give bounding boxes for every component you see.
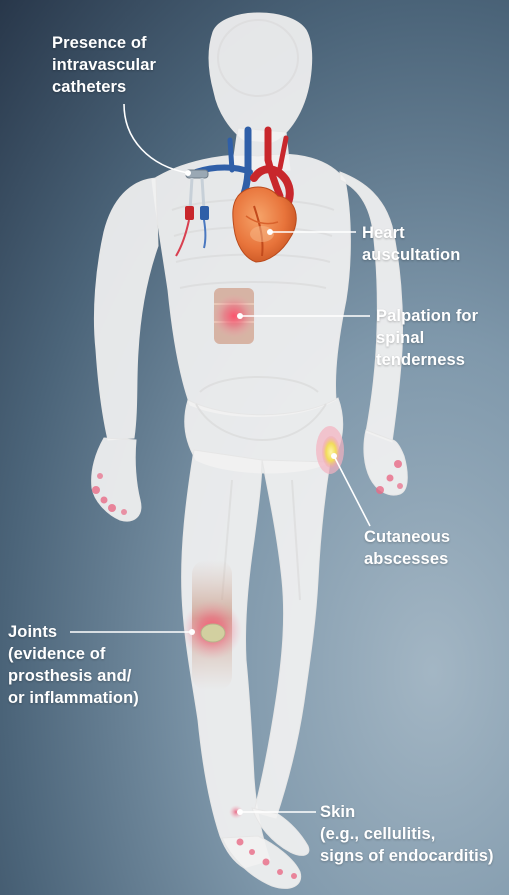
leader-catheters [124,104,188,173]
label-catheters-line-3: catheters [52,76,156,98]
label-joints: Joints (evidence of prosthesis and/ or i… [8,621,139,709]
label-joints-line-2: (evidence of [8,643,139,665]
label-joints-line-4: or inflammation) [8,687,139,709]
label-heart-line-2: auscultation [362,244,460,266]
label-catheters-line-2: intravascular [52,54,156,76]
label-heart: Heart auscultation [362,222,460,266]
label-spine: Palpation for spinal tenderness [376,305,478,371]
label-skin-line-1: Skin [320,801,494,823]
label-heart-line-1: Heart [362,222,460,244]
label-skin-line-3: signs of endocarditis) [320,845,494,867]
label-abscess-line-1: Cutaneous [364,526,450,548]
leader-abscess [334,456,370,526]
label-abscess: Cutaneous abscesses [364,526,450,570]
label-spine-line-3: tenderness [376,349,478,371]
label-abscess-line-2: abscesses [364,548,450,570]
label-joints-line-3: prosthesis and/ [8,665,139,687]
label-spine-line-1: Palpation for [376,305,478,327]
label-joints-line-1: Joints [8,621,139,643]
label-spine-line-2: spinal [376,327,478,349]
label-skin-line-2: (e.g., cellulitis, [320,823,494,845]
label-catheters-line-1: Presence of [52,32,156,54]
label-skin: Skin (e.g., cellulitis, signs of endocar… [320,801,494,867]
label-catheters: Presence of intravascular catheters [52,32,156,98]
